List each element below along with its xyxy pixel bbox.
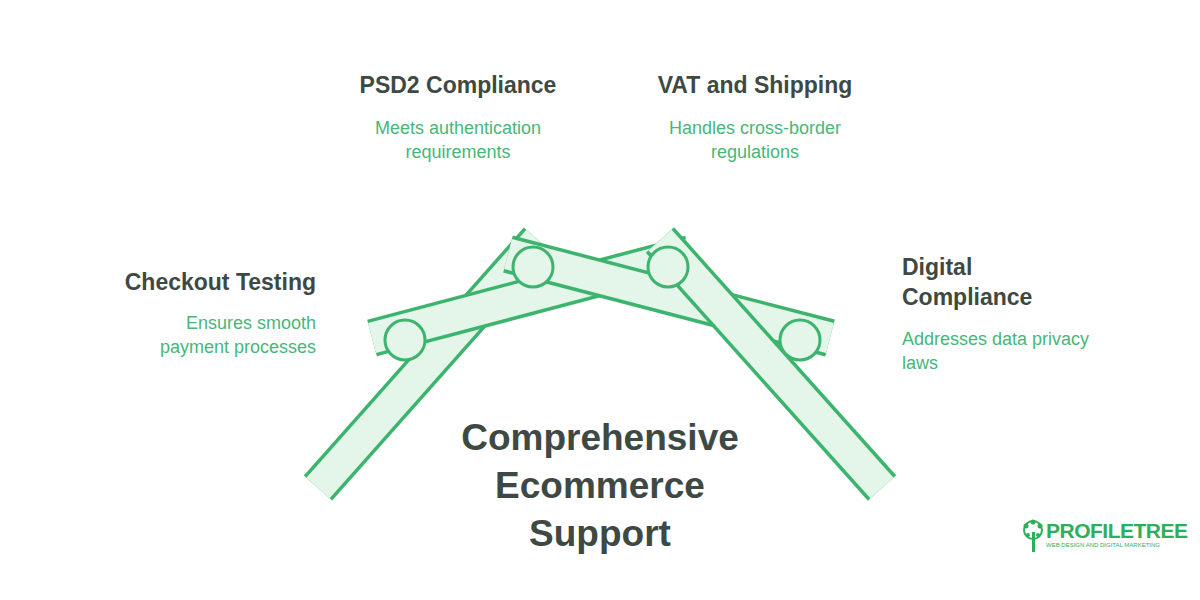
heading: Checkout Testing bbox=[70, 267, 316, 297]
heading: VAT and Shipping bbox=[635, 70, 875, 100]
logo-text: PROFILETREE bbox=[1046, 519, 1186, 543]
joint bbox=[780, 320, 820, 360]
logo-tree bbox=[1024, 520, 1043, 553]
diagram-title: Comprehensive Ecommerce Support bbox=[430, 414, 770, 558]
description: Ensures smooth payment processes bbox=[120, 311, 316, 359]
description: Meets authentication requirements bbox=[348, 116, 568, 164]
joint bbox=[648, 247, 688, 287]
description: Handles cross-border regulations bbox=[655, 116, 855, 164]
joint bbox=[513, 247, 553, 287]
heading: PSD2 Compliance bbox=[338, 70, 578, 100]
description: Addresses data privacy laws bbox=[902, 327, 1117, 375]
logo-tagline: WEB DESIGN AND DIGITAL MARKETING bbox=[1046, 541, 1186, 549]
joint bbox=[385, 320, 425, 360]
heading: Digital Compliance bbox=[902, 252, 1072, 312]
